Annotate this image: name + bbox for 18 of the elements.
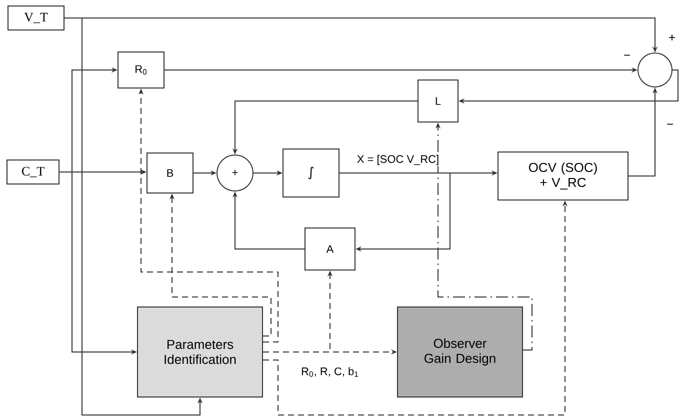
block-box: C_T [6, 160, 60, 184]
summing-junction: + [216, 154, 254, 192]
edge-label: R$_{0}$, R, C, b$_{1}$ [300, 366, 360, 378]
summing-junction [638, 52, 672, 88]
block-box: V_T [8, 6, 64, 30]
sign-label: − [624, 54, 630, 56]
block-box: B [146, 152, 194, 194]
block-box: Observer Gain Design [397, 306, 523, 398]
block-box: A [304, 228, 356, 270]
sign-label: − [667, 124, 673, 125]
block-box: ∫ [282, 148, 340, 198]
block-box: Parameters Identification [137, 306, 263, 398]
block-box: R$_{0}$ [118, 52, 164, 88]
block-box: OCV (SOC) + V_RC [498, 152, 628, 200]
sign-label: + [669, 34, 675, 40]
arrow [339, 172, 450, 252]
edge-label: X = [SOC V_RC] [356, 154, 440, 166]
block-box: L [418, 80, 458, 122]
